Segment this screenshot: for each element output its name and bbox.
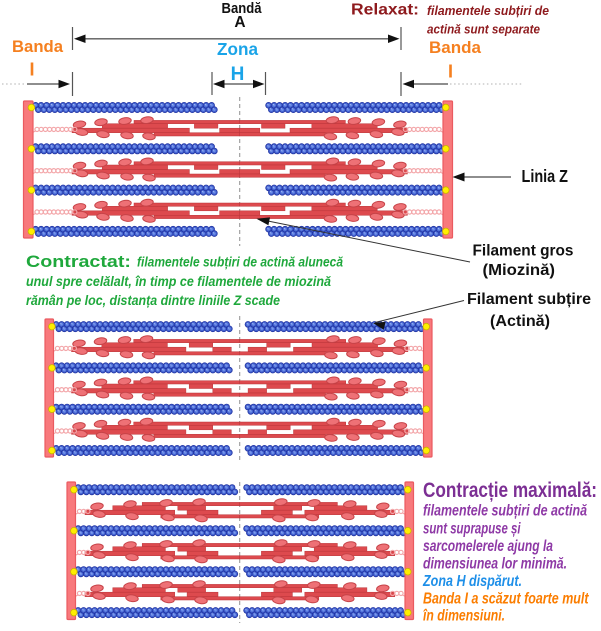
svg-text:Contractat:: Contractat: — [26, 253, 131, 271]
svg-text:I: I — [29, 60, 34, 80]
svg-text:Zona: Zona — [217, 39, 258, 59]
svg-text:Banda: Banda — [429, 39, 482, 57]
svg-text:dimensiunea lor minimă.: dimensiunea lor minimă. — [423, 556, 567, 573]
svg-text:Linia Z: Linia Z — [522, 166, 569, 186]
svg-text:în dimensiuni.: în dimensiuni. — [423, 608, 505, 625]
svg-text:Filament gros: Filament gros — [473, 243, 574, 260]
svg-text:actină sunt separate: actină sunt separate — [427, 22, 540, 37]
svg-text:filamentele subțiri de actină: filamentele subțiri de actină alunecă — [137, 254, 343, 270]
svg-text:(Miozină): (Miozină) — [483, 262, 556, 279]
svg-text:Bandă: Bandă — [222, 0, 263, 17]
svg-text:Filament subțire: Filament subțire — [467, 291, 591, 308]
svg-text:H: H — [231, 64, 245, 85]
svg-text:unul spre celălalt, în timp ce: unul spre celălalt, în timp ce filamente… — [26, 273, 331, 289]
svg-text:I: I — [448, 62, 453, 82]
svg-text:sarcomelerele ajung la: sarcomelerele ajung la — [423, 538, 553, 555]
svg-text:sunt suprapuse și: sunt suprapuse și — [423, 520, 521, 537]
svg-text:Relaxat:: Relaxat: — [351, 2, 419, 19]
svg-text:Contracție maximală:: Contracție maximală: — [423, 479, 597, 502]
svg-text:Banda I a scăzut foarte mult: Banda I a scăzut foarte mult — [423, 591, 589, 608]
svg-text:rămân pe loc, distanța dintre: rămân pe loc, distanța dintre liniile Z … — [26, 292, 280, 308]
svg-text:Zona H dispărut.: Zona H dispărut. — [422, 573, 522, 590]
svg-text:A: A — [234, 14, 245, 31]
svg-text:Banda: Banda — [12, 38, 64, 56]
svg-text:filamentele subțiri de: filamentele subțiri de — [427, 3, 549, 18]
svg-text:(Actină): (Actină) — [490, 313, 550, 330]
svg-text:filamentele subțiri de actină: filamentele subțiri de actină — [423, 503, 587, 520]
